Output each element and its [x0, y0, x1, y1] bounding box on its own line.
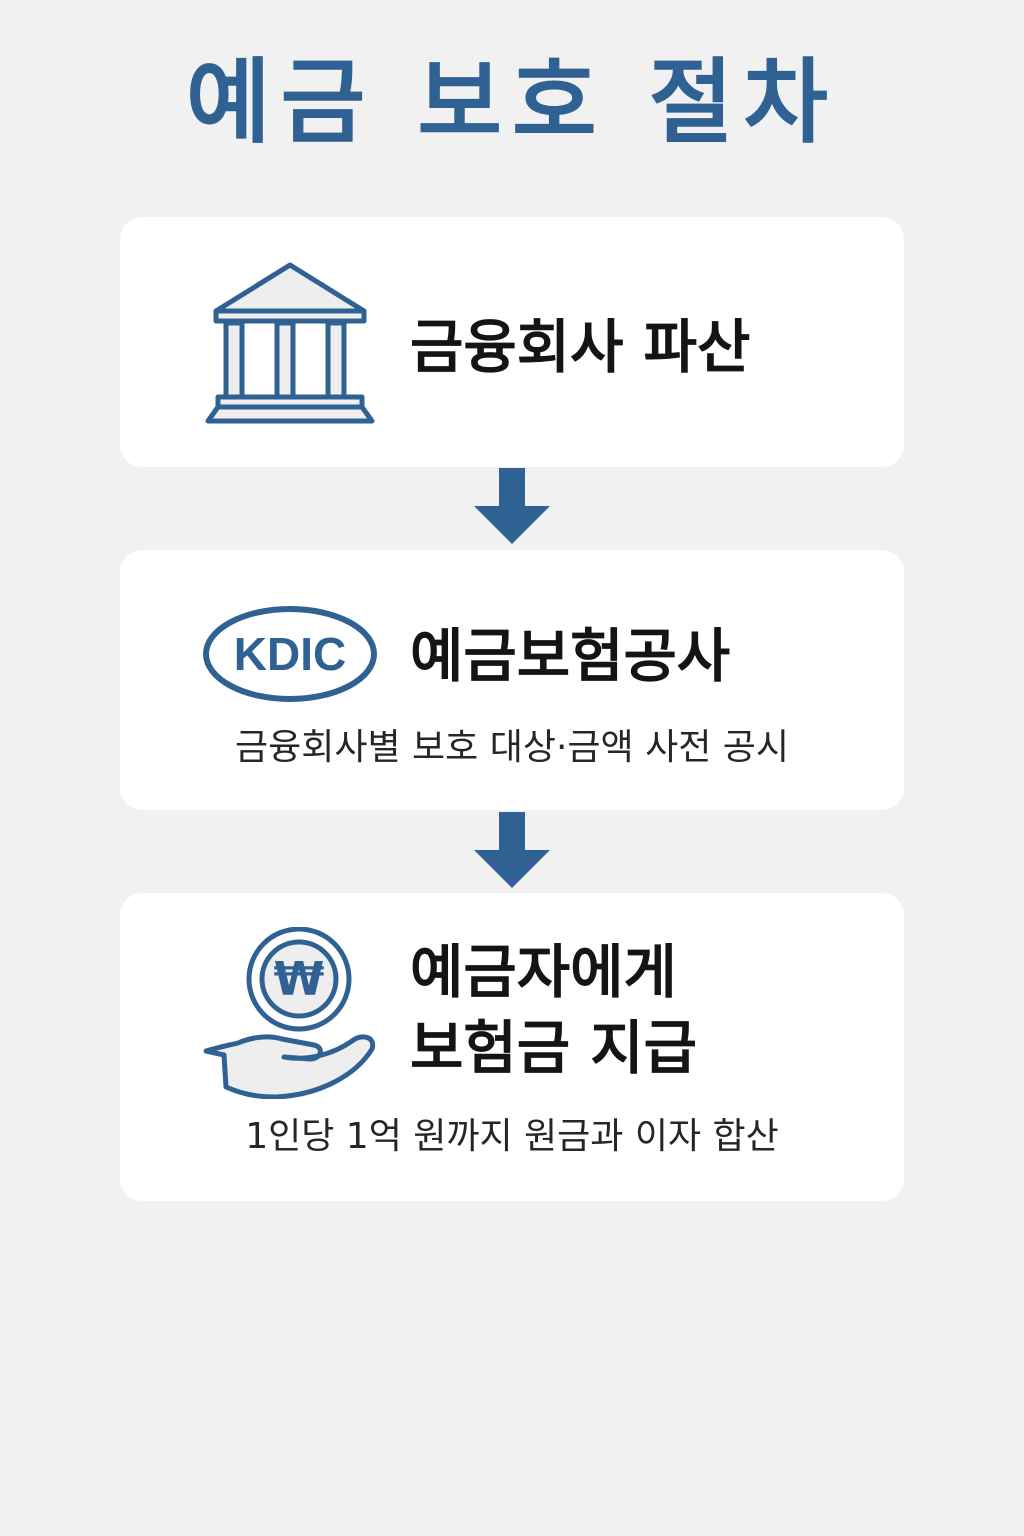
step-title: 예금보험공사 [410, 622, 731, 690]
bank-building-icon [204, 261, 376, 425]
step-title-line2: 보험금 지급 [410, 1014, 697, 1082]
won-symbol: ₩ [274, 952, 325, 1006]
step-title-line1: 예금자에게 [410, 938, 677, 1006]
kdic-logo-text: KDIC [234, 628, 346, 680]
step-description: 금융회사별 보호 대상·금액 사전 공시 [234, 727, 790, 768]
step-card-kdic: KDIC 예금보험공사 금융회사별 보호 대상·금액 사전 공시 [120, 550, 904, 810]
step-title: 금융회사 파산 [410, 313, 751, 381]
hand-won-coin-icon: ₩ [202, 927, 382, 1099]
arrow-down-icon [472, 468, 552, 546]
kdic-logo: KDIC [202, 604, 378, 704]
step-card-payout: ₩ 예금자에게 보험금 지급 1인당 1억 원까지 원금과 이자 합산 [120, 893, 904, 1201]
step-description: 1인당 1억 원까지 원금과 이자 합산 [245, 1116, 779, 1157]
step-card-bankruptcy: 금융회사 파산 [120, 217, 904, 467]
page-title: 예금 보호 절차 [186, 49, 838, 156]
arrow-down-icon [472, 812, 552, 890]
